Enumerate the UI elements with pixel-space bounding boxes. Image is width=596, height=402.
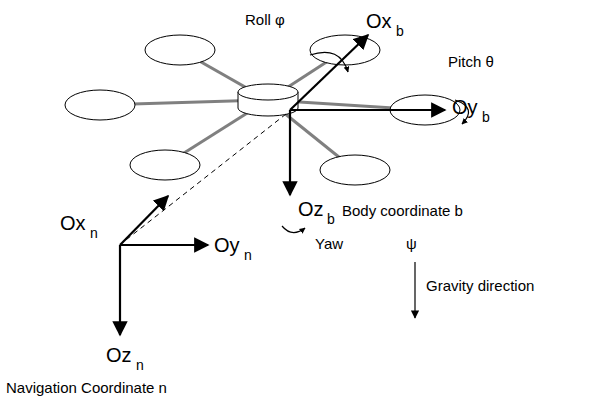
axis-label: Oy	[214, 234, 240, 256]
axis-label: Oy	[452, 96, 478, 118]
axis-subscript: n	[136, 358, 144, 373]
axis-label: Oz	[298, 198, 324, 220]
angle-label: Roll φ	[245, 12, 285, 29]
axis-label: Ox	[60, 212, 86, 234]
angle-label: Pitch θ	[448, 54, 494, 71]
axis-subscript: b	[327, 212, 335, 227]
axis-subscript: b	[396, 24, 404, 39]
frame-label: Navigation Coordinate n	[6, 380, 167, 397]
angle-label: ψ	[406, 236, 417, 253]
axis-label: Ox	[366, 10, 392, 32]
axis-subscript: b	[482, 110, 490, 125]
axis-subscript: n	[244, 248, 252, 263]
frame-label: Body coordinate b	[342, 203, 463, 220]
axis-subscript: n	[90, 226, 98, 241]
angle-label: Yaw	[315, 236, 343, 253]
note-label: Gravity direction	[426, 278, 534, 295]
axis-label: Oz	[106, 344, 132, 366]
